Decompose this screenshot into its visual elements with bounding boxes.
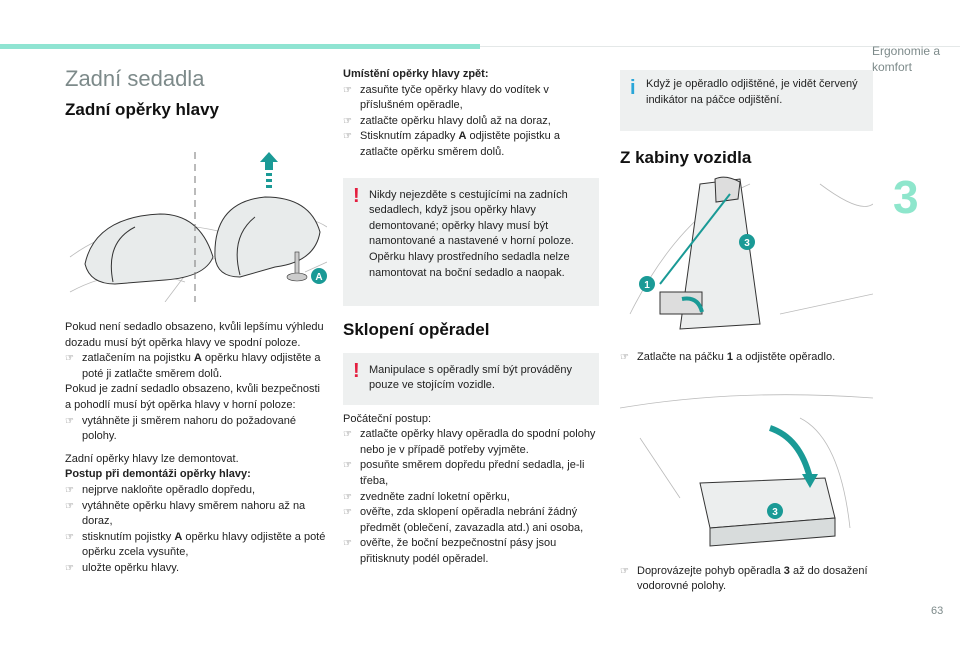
section-title: Ergonomie a komfort <box>872 44 941 74</box>
middle-column: Umístění opěrky hlavy zpět: ☞zasuňte tyč… <box>343 67 599 568</box>
list-item: ☞Zatlačte na páčku 1 a odjistěte opěradl… <box>620 350 873 366</box>
pointing-hand-icon: ☞ <box>65 562 74 574</box>
pointing-hand-icon: ☞ <box>343 538 352 550</box>
pointing-hand-icon: ☞ <box>343 429 352 441</box>
pointing-hand-icon: ☞ <box>65 500 74 512</box>
headrest-illustration: A <box>69 152 327 302</box>
label-3: 3 <box>744 238 750 249</box>
list-item: ☞vytáhněte ji směrem nahoru do požadovan… <box>65 414 297 443</box>
header-divider <box>480 46 960 47</box>
pointing-hand-icon: ☞ <box>343 491 352 503</box>
pointing-hand-icon: ☞ <box>620 565 629 577</box>
pointing-hand-icon: ☞ <box>65 531 74 543</box>
list-item: ☞Doprovázejte pohyb opěradla 3 až do dos… <box>620 564 868 593</box>
list-item: ☞nejprve nakloňte opěradlo dopředu, <box>65 483 327 499</box>
list-item: ☞zatlačte opěrku hlavy dolů až na doraz, <box>343 114 599 130</box>
pointing-hand-icon: ☞ <box>620 352 629 363</box>
list-item: ☞ověřte, že boční bezpečnostní pásy jsou… <box>343 537 557 565</box>
pointing-hand-icon: ☞ <box>65 353 74 365</box>
pointing-hand-icon: ☞ <box>343 460 352 472</box>
left-column: Zadní opěrky hlavy A Pokud není sedadlo … <box>65 100 327 577</box>
pointing-hand-icon: ☞ <box>343 131 352 143</box>
exclamation-icon: ! <box>353 359 360 382</box>
heading-headrests: Zadní opěrky hlavy <box>65 100 219 119</box>
right-column: i Když je opěradlo odjištěné, je vidět č… <box>620 70 873 595</box>
heading-from-cabin: Z kabiny vozidla <box>620 148 752 167</box>
list-item: ☞Stisknutím západky A odjistěte pojistku… <box>343 130 560 158</box>
page-number: 63 <box>931 605 944 617</box>
label-a: A <box>315 272 322 283</box>
pointing-hand-icon: ☞ <box>343 84 352 96</box>
list-item: ☞vytáhněte opěrku hlavy směrem nahoru až… <box>65 499 306 528</box>
backrest-release-illustration: 1 3 <box>629 176 873 330</box>
header-accent-bar <box>0 44 480 49</box>
subheading: Umístění opěrky hlavy zpět: <box>343 68 489 80</box>
paragraph: Zadní opěrky hlavy lze demontovat. <box>65 452 239 465</box>
pointing-hand-icon: ☞ <box>65 484 74 496</box>
arrow-up-icon <box>260 152 278 170</box>
pointing-hand-icon: ☞ <box>65 415 74 427</box>
list-item: ☞ověřte, zda sklopení opěradla nebrání ž… <box>343 506 584 534</box>
subheading: Postup při demontáži opěrky hlavy: <box>65 468 251 481</box>
exclamation-icon: ! <box>353 184 360 207</box>
info-icon: i <box>630 77 636 99</box>
list-item: ☞posuňte směrem dopředu přední sedadla, … <box>343 459 585 487</box>
list-item: ☞uložte opěrku hlavy. <box>65 561 327 577</box>
backrest-folded-illustration: 3 <box>620 393 873 547</box>
paragraph: Pokud není sedadlo obsazeno, kvůli lepší… <box>65 321 324 349</box>
label-3: 3 <box>772 507 778 518</box>
warning-box: ! Manipulace s opěradly smí být prováděn… <box>343 352 599 405</box>
pointing-hand-icon: ☞ <box>343 115 352 127</box>
paragraph: Pokud je zadní sedadlo obsazeno, kvůli b… <box>65 383 321 411</box>
list-item: ☞stisknutím pojistky A opěrku hlavy odji… <box>65 530 326 559</box>
list-item: ☞zatlačte opěrky hlavy opěradla do spodn… <box>343 428 596 456</box>
warning-box: ! Nikdy nejezděte s cestujícími na zadní… <box>343 177 599 306</box>
chapter-number: 3 <box>893 171 919 223</box>
info-box: i Když je opěradlo odjištěné, je vidět č… <box>620 70 873 131</box>
list-item: ☞zvedněte zadní loketní opěrku, <box>343 490 599 506</box>
heading-fold-backrests: Sklopení opěradel <box>343 319 490 339</box>
page-title: Zadní sedadla <box>65 66 205 91</box>
list-item: ☞zatlačením na pojistku A opěrku hlavy o… <box>65 352 321 380</box>
pointing-hand-icon: ☞ <box>343 507 352 519</box>
label-1: 1 <box>644 280 650 291</box>
paragraph: Počáteční postup: <box>343 412 432 425</box>
list-item: ☞zasuňte tyče opěrky hlavy do vodítek v … <box>343 83 549 112</box>
